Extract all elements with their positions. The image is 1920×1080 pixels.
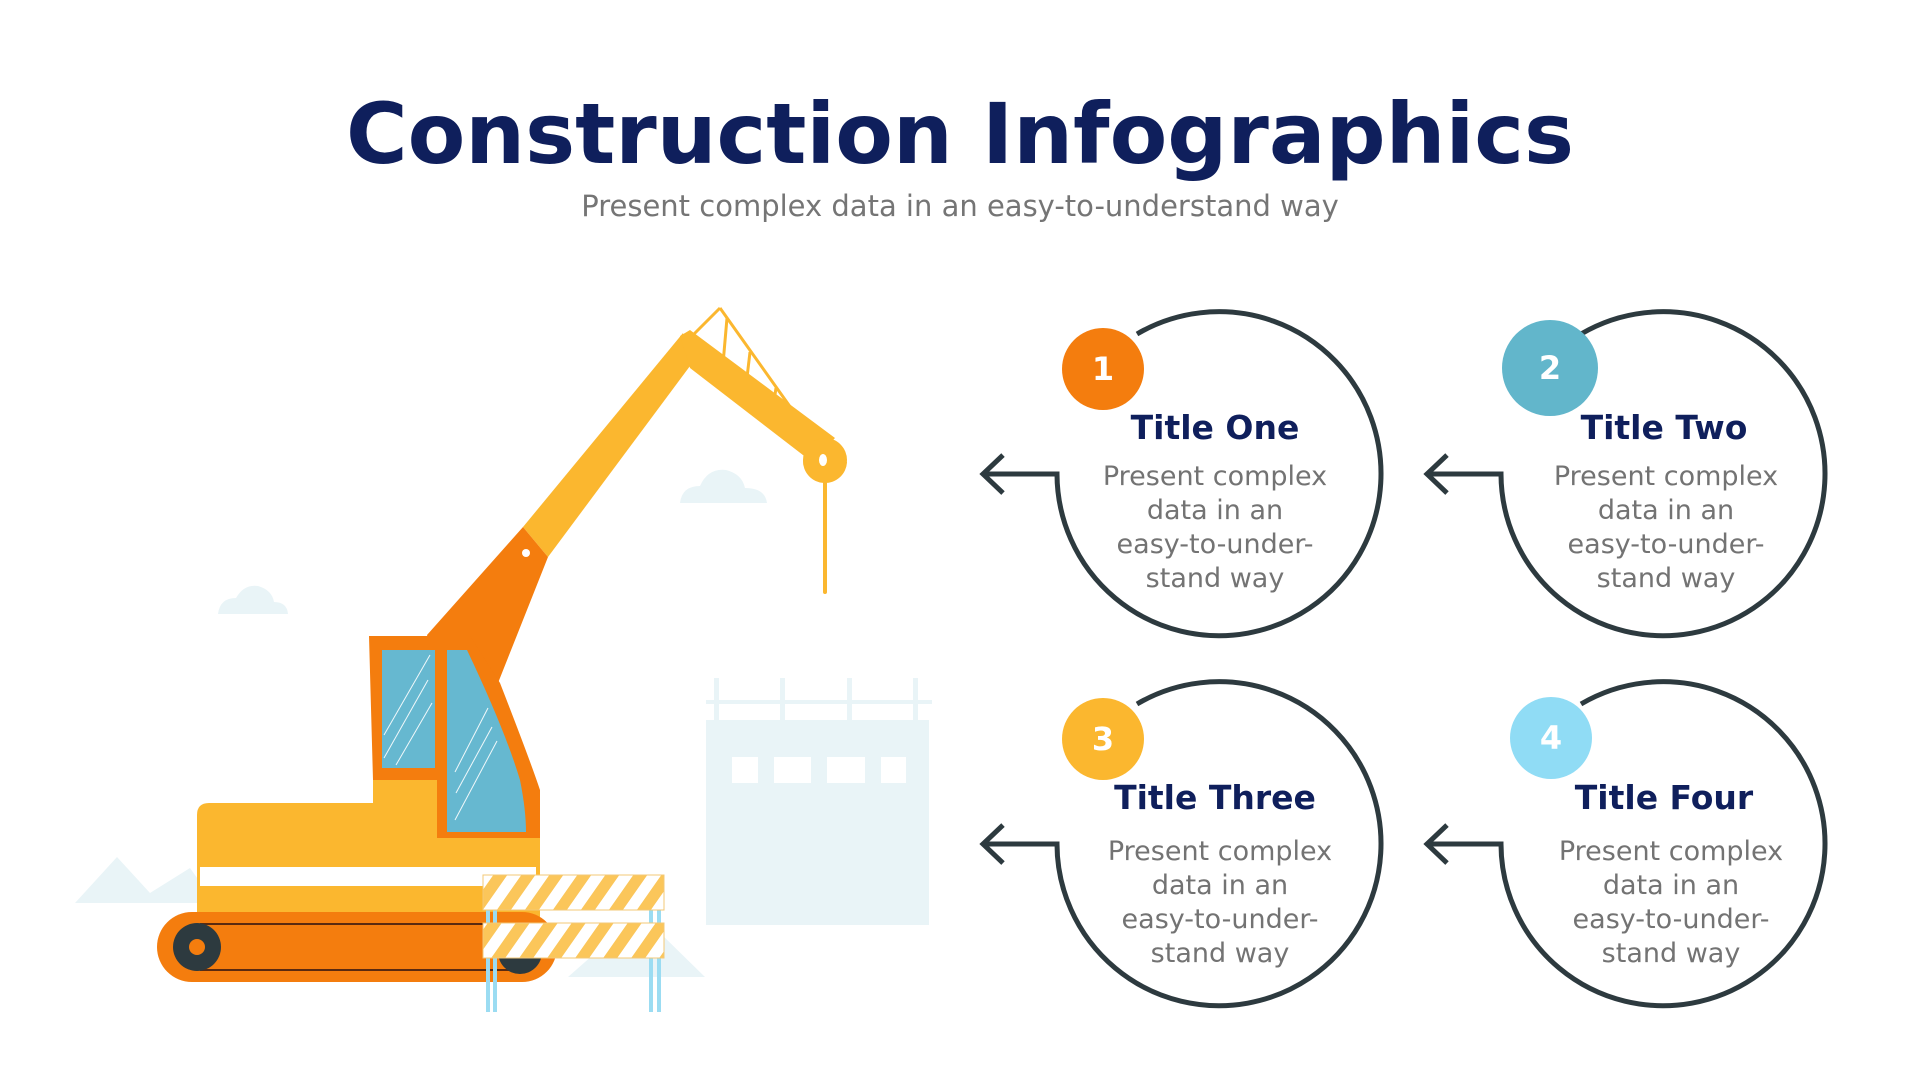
crane-boom (523, 306, 847, 594)
step-number-badge: 2 (1502, 320, 1598, 416)
step-card-4: 4 Title Four Present complex data in an … (1414, 670, 1844, 1030)
step-card-2: 2 Title Two Present complex data in an e… (1414, 300, 1844, 660)
step-title: Title Four (1574, 778, 1754, 817)
step-number-badge: 1 (1062, 328, 1144, 410)
mountains-icon (75, 857, 705, 977)
step-title: Title One (1130, 408, 1300, 447)
crane-body (197, 780, 540, 921)
cloud-icon (218, 585, 288, 614)
step-description: Present complex data in an easy-to-under… (1558, 836, 1784, 969)
step-description: Present complex data in an easy-to-under… (1107, 836, 1333, 969)
cloud-icon (680, 469, 767, 503)
road-barrier-icon (482, 874, 665, 1012)
circular-arrow-icon (1423, 309, 1828, 639)
step-card-3: 3 Title Three Present complex data in an… (970, 670, 1400, 1030)
building-icon (706, 678, 932, 925)
circular-arrow-icon (1423, 679, 1828, 1009)
step-title: Title Two (1580, 408, 1748, 447)
page-title: Construction Infographics (345, 85, 1575, 183)
step-description: Present complex data in an easy-to-under… (1102, 461, 1328, 594)
step-card-1: 1 Title One Present complex data in an e… (970, 300, 1400, 660)
page-subtitle: Present complex data in an easy-to-under… (581, 189, 1339, 223)
circular-arrow-icon (979, 309, 1384, 639)
step-number-badge: 3 (1062, 698, 1144, 780)
step-title: Title Three (1114, 778, 1316, 817)
crane-track (157, 912, 557, 982)
step-description: Present complex data in an easy-to-under… (1553, 461, 1779, 594)
step-number-badge: 4 (1510, 697, 1592, 779)
crane-cab (369, 636, 540, 838)
circular-arrow-icon (979, 679, 1384, 1009)
crane-boom-base (427, 527, 548, 780)
